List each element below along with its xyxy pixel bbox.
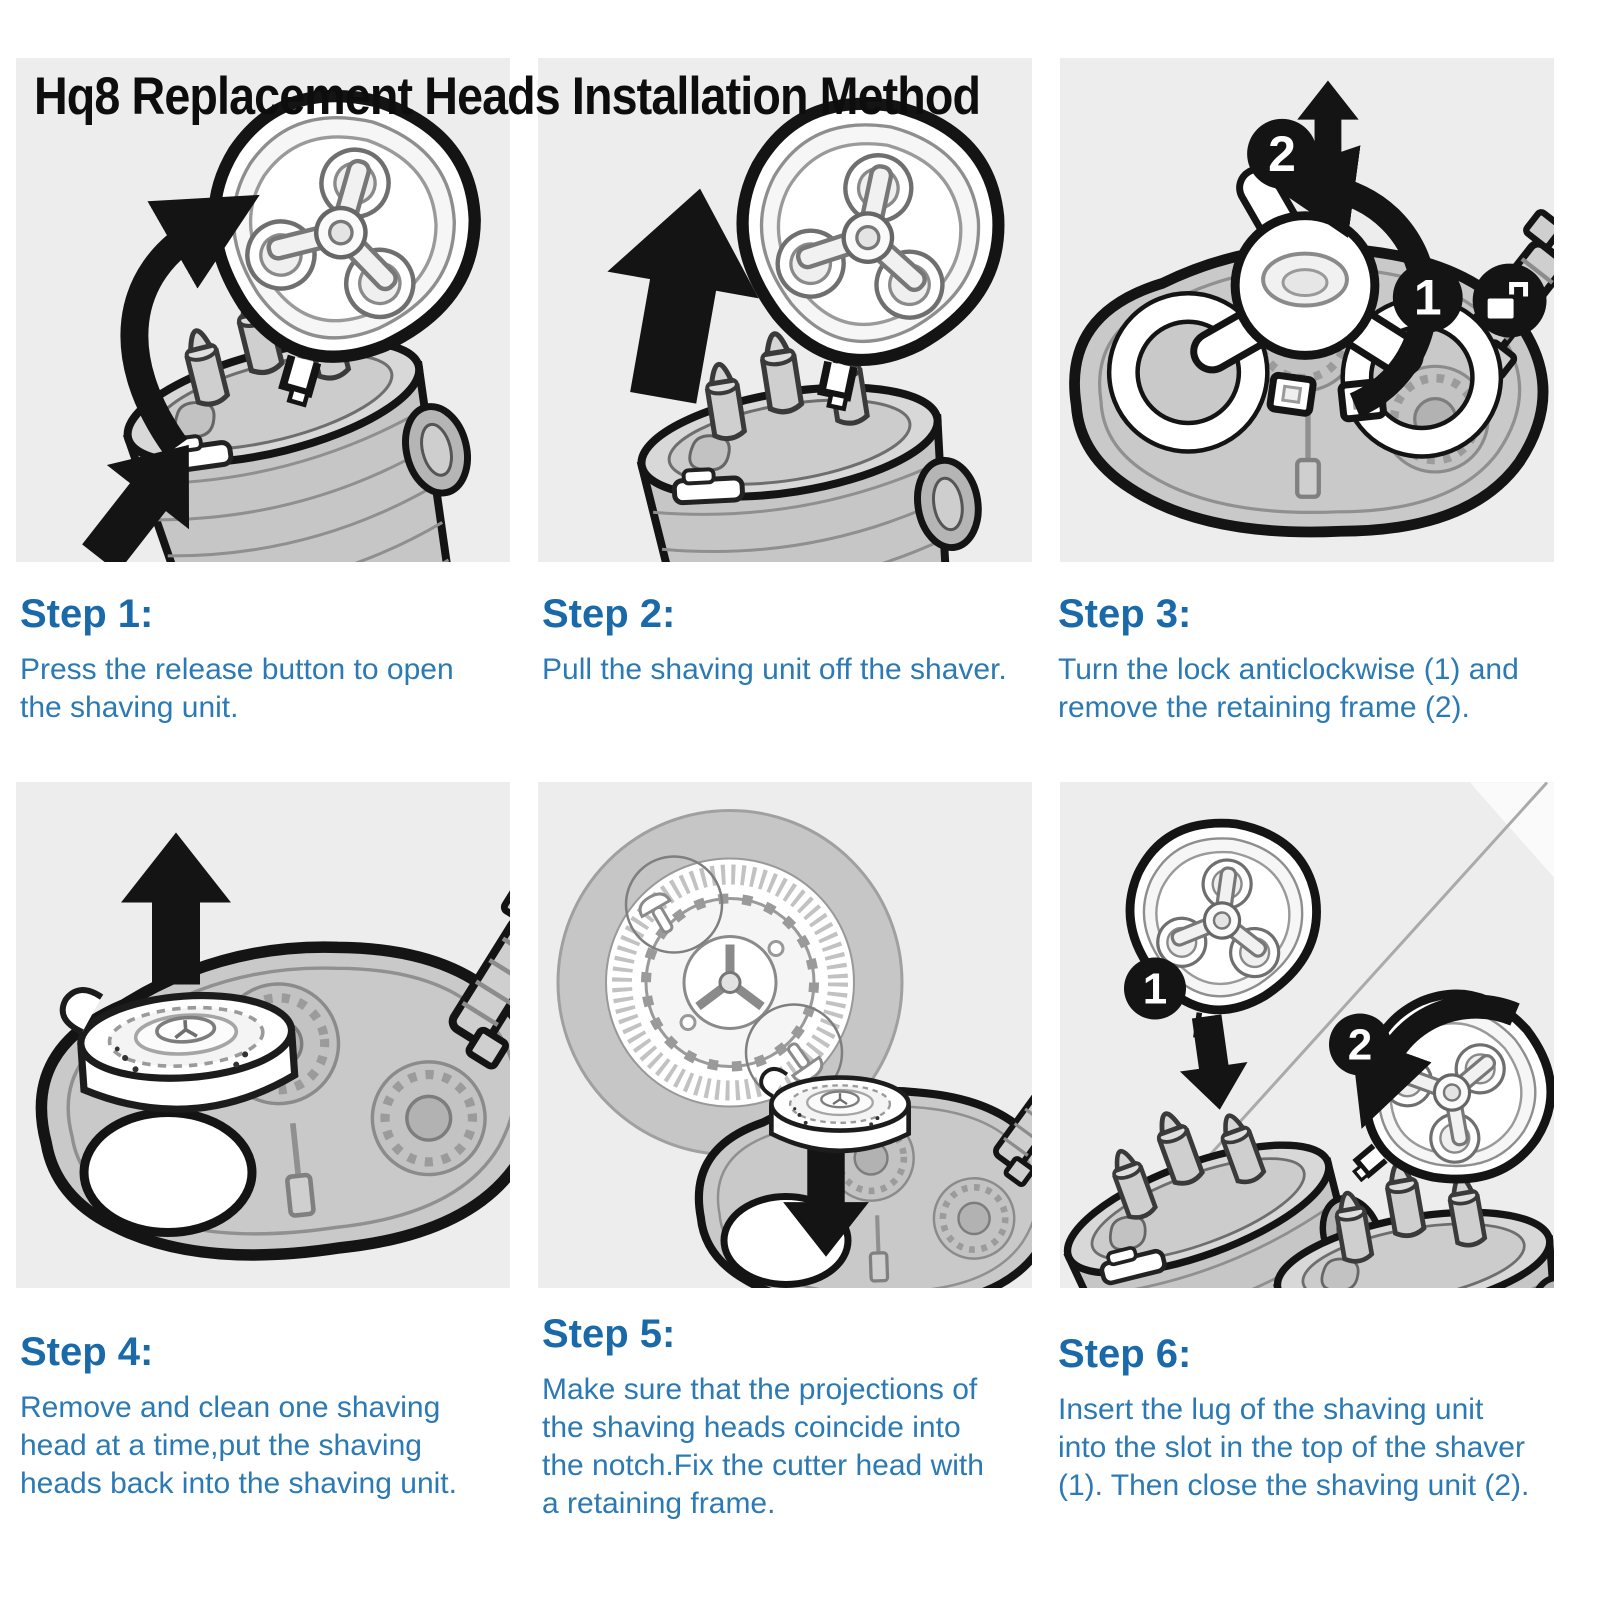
- step3-heading: Step 3:: [1058, 592, 1192, 636]
- step3-illustration: 2 1: [1060, 80, 1554, 562]
- step6-illustration: 1 2: [1060, 782, 1554, 1288]
- step4-body: Remove and clean one shaving head at a t…: [20, 1391, 457, 1500]
- corner-highlight: [1470, 782, 1554, 878]
- magnifier-detail-drawing: [556, 809, 904, 1156]
- projection-tab: [638, 892, 674, 934]
- step2-illustration: [587, 58, 1032, 562]
- step2-body: Pull the shaving unit off the shaver.: [542, 653, 1007, 686]
- close-unit-scene: 2: [1260, 958, 1554, 1288]
- insert-down-arrow-icon: [1172, 1011, 1254, 1115]
- step1-heading: Step 1:: [20, 592, 154, 636]
- step4-illustration: [16, 832, 510, 1288]
- step3-caption: Step 3: Turn the lock anticlockwise (1) …: [1058, 592, 1598, 727]
- step6-panel: 1 2: [1060, 782, 1554, 1288]
- step2-heading: Step 2:: [542, 592, 676, 636]
- insert-lug-scene: 1: [1060, 811, 1451, 1288]
- unlock-icon: [1472, 263, 1547, 338]
- close-rotate-arrow-icon: [1350, 994, 1520, 1129]
- svg-text:1: 1: [1143, 965, 1167, 1014]
- step6-caption: Step 6: Insert the lug of the shaving un…: [1058, 1332, 1598, 1505]
- step2-caption: Step 2: Pull the shaving unit off the sh…: [542, 592, 1052, 689]
- step1-body: Press the release button to open the sha…: [20, 653, 454, 724]
- step-number-badge: 1: [1392, 262, 1463, 333]
- step1-illustration: [58, 58, 510, 562]
- step3-body: Turn the lock anticlockwise (1) and remo…: [1058, 653, 1519, 724]
- step6-body: Insert the lug of the shaving unit into …: [1058, 1393, 1530, 1502]
- step-number-badge: 2: [1247, 118, 1317, 189]
- step-number-badge: 2: [1329, 1013, 1391, 1076]
- step4-heading: Step 4:: [20, 1330, 154, 1374]
- step-number-badge: 1: [1124, 957, 1186, 1020]
- step1-caption: Step 1: Press the release button to open…: [20, 592, 520, 727]
- step4-caption: Step 4: Remove and clean one shaving hea…: [20, 1330, 520, 1503]
- svg-text:1: 1: [1414, 269, 1442, 325]
- step1-panel: [16, 58, 510, 562]
- page-title: Hq8 Replacement Heads Installation Metho…: [34, 67, 981, 126]
- step5-caption: Step 5: Make sure that the projections o…: [542, 1312, 1057, 1523]
- step6-heading: Step 6:: [1058, 1332, 1192, 1376]
- step5-illustration: [556, 809, 1032, 1288]
- step5-panel: [538, 782, 1032, 1288]
- svg-text:2: 2: [1268, 126, 1296, 182]
- step5-body: Make sure that the projections of the sh…: [542, 1373, 984, 1520]
- projection-tab: [787, 1042, 824, 1083]
- projection-callout-circle: [624, 855, 724, 954]
- open-rotate-arrow-icon: [120, 194, 260, 456]
- empty-head-hole: [79, 1108, 257, 1237]
- step3-panel: 2 1: [1060, 58, 1554, 562]
- step2-panel: [538, 58, 1032, 562]
- step5-heading: Step 5:: [542, 1312, 676, 1356]
- svg-text:2: 2: [1348, 1021, 1372, 1070]
- step4-panel: [16, 782, 510, 1288]
